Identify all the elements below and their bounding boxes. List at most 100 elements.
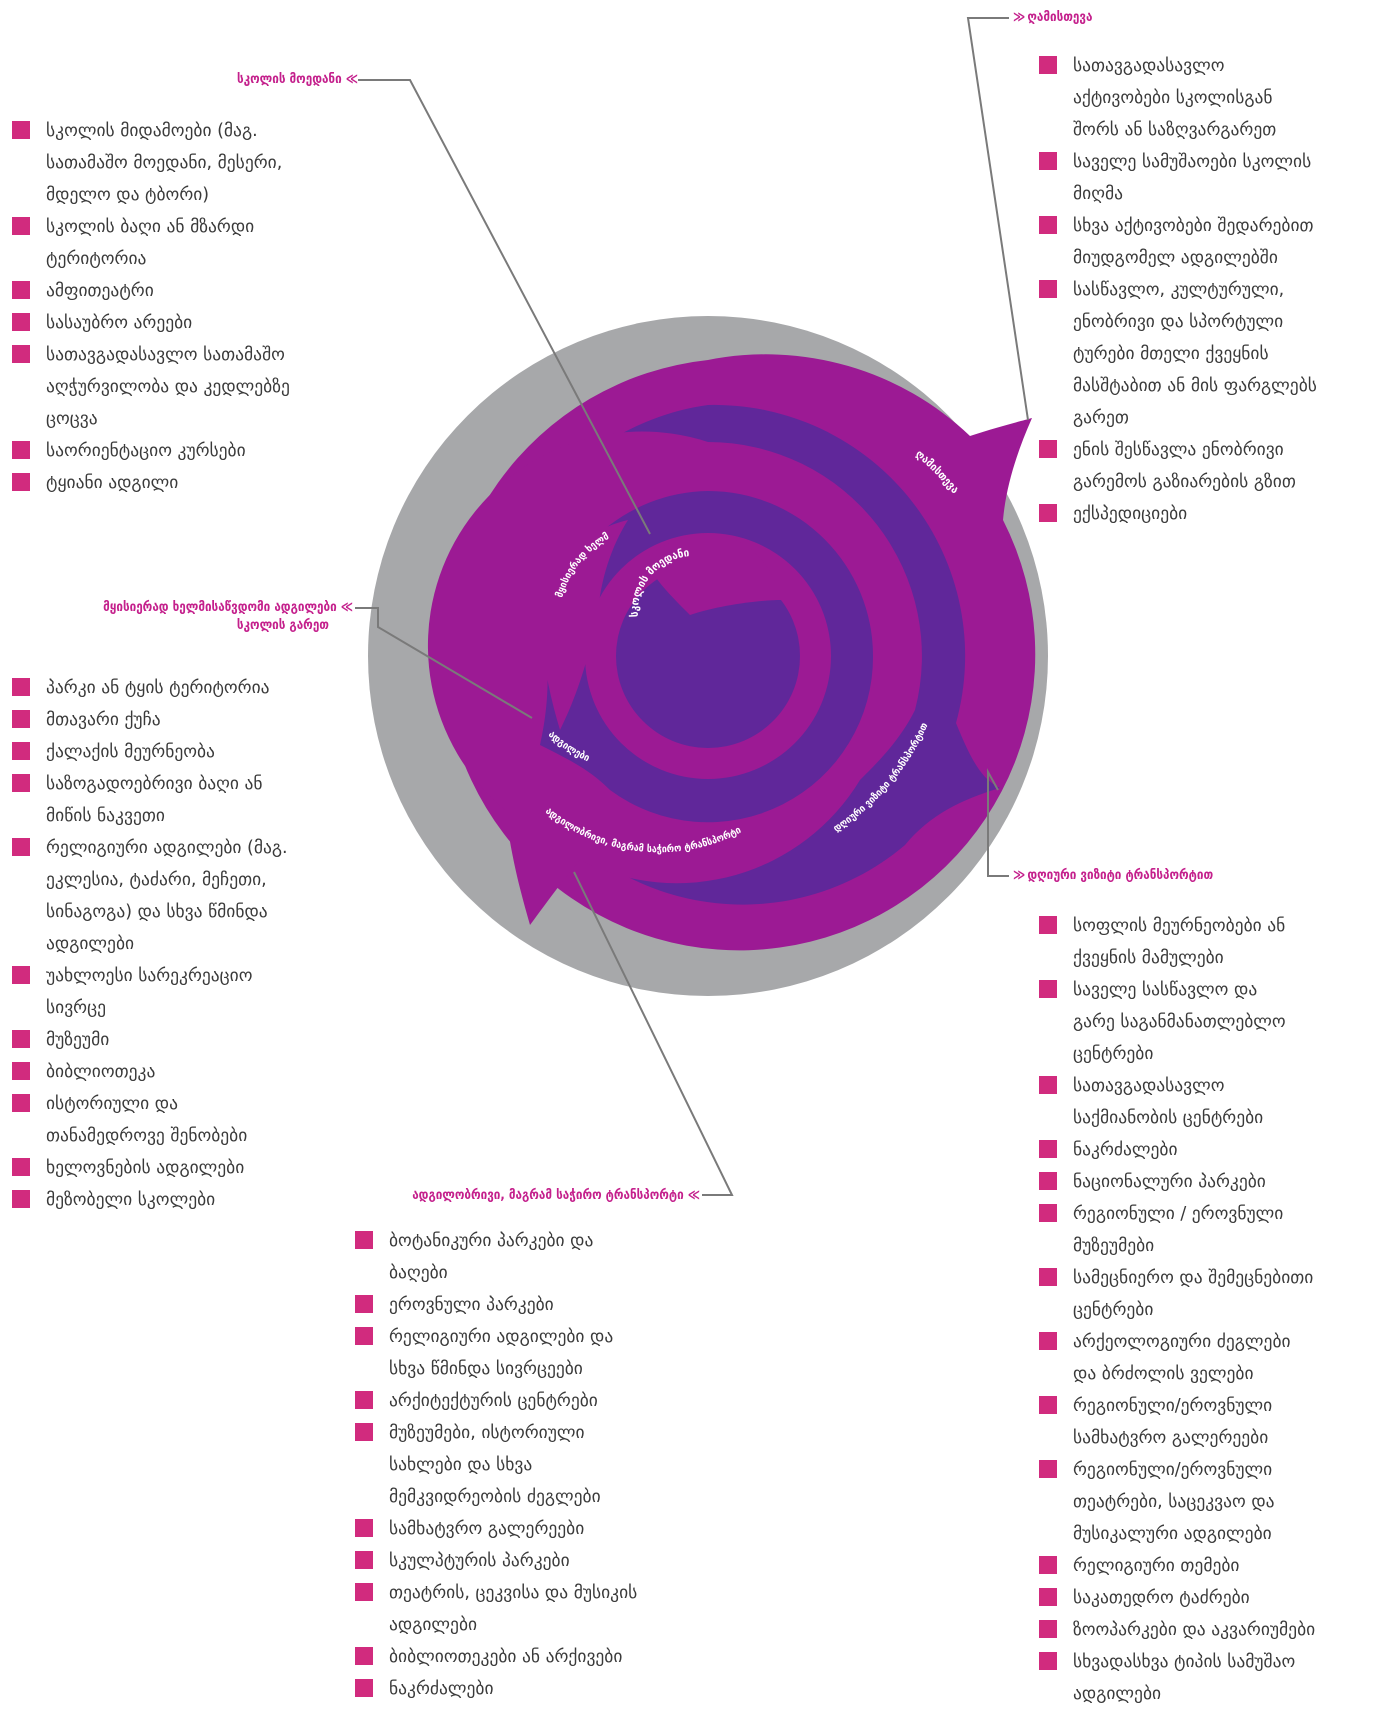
list-item-text: მუსიკალური ადგილები	[1073, 1524, 1272, 1544]
bullet-square-icon	[1039, 1652, 1057, 1670]
list-item: ექსპედიციები	[1039, 498, 1369, 530]
heading-residential: ≫ ღამისთევა	[1013, 9, 1092, 27]
list-item: სკოლის მიდამოები (მაგ.	[12, 115, 362, 147]
list-item: რელიგიური ადგილები (მაგ.	[12, 832, 352, 864]
list-item: ბოტანიკური პარკები და	[355, 1225, 715, 1257]
list-item: სახლები და სხვა	[355, 1449, 715, 1481]
list-item-text: ნაკრძალები	[389, 1679, 494, 1699]
list-item-text: ქალაქის მეურნეობა	[46, 742, 215, 762]
list-item-text: ზოოპარკები და აკვარიუმები	[1073, 1620, 1316, 1640]
list-item: საზოგადოებრივი ბაღი ან	[12, 768, 352, 800]
list-item: ისტორიული და	[12, 1088, 352, 1120]
list-item-text: სათავგადასავლო	[1073, 1076, 1225, 1096]
list-item-text: საორიენტაციო კურსები	[46, 441, 246, 461]
bullet-square-icon	[12, 473, 30, 491]
list-item-text: რელიგიური თემები	[1073, 1556, 1240, 1576]
list-item: სკოლის ბაღი ან მზარდი	[12, 211, 362, 243]
list-item: საველე სასწავლო და	[1039, 974, 1369, 1006]
list-item-text: მიღმა	[1073, 184, 1123, 204]
bullet-square-icon	[12, 678, 30, 696]
list-item-text: მეზობელი სკოლები	[46, 1190, 216, 1210]
list-item-text: სასწავლო, კულტურული,	[1073, 280, 1285, 300]
list-item-text: ადგილები	[46, 934, 135, 954]
school-grounds-core	[616, 564, 800, 748]
bullet-square-icon	[355, 1519, 373, 1537]
list-item: მთავარი ქუჩა	[12, 704, 352, 736]
list-item-text: სკოლის მიდამოები (მაგ.	[46, 121, 258, 141]
heading-day-visit: ≫ დღიური ვიზიტი ტრანსპორტით	[1013, 867, 1213, 885]
bullet-square-icon	[1039, 440, 1057, 458]
bullet-square-icon	[355, 1423, 373, 1441]
list-item-text: სხვა აქტივობები შედარებით	[1073, 216, 1314, 236]
list-item: სამეცნიერო და შემეცნებითი	[1039, 1262, 1369, 1294]
list-item: ადგილები	[355, 1609, 715, 1641]
bullet-square-icon	[1039, 1268, 1057, 1286]
list-item: მუზეუმები	[1039, 1230, 1369, 1262]
list-item-text: სხვა წმინდა სივრცეები	[389, 1359, 583, 1379]
list-item-text: სამხატვრო გალერეები	[389, 1519, 585, 1539]
bullet-square-icon	[1039, 980, 1057, 998]
bullet-square-icon	[12, 217, 30, 235]
leader-line-walking	[355, 607, 533, 719]
list-item: სხვა აქტივობები შედარებით	[1039, 210, 1369, 242]
list-item: ამფითეატრი	[12, 275, 362, 307]
list-item: მუზეუმები, ისტორიული	[355, 1417, 715, 1449]
list-item: მდელო და ტბორი)	[12, 179, 362, 211]
list-item-text: მემკვიდრეობის ძეგლები	[389, 1487, 601, 1507]
bullet-square-icon	[12, 281, 30, 299]
list-item-text: ხელოვნების ადგილები	[46, 1158, 245, 1178]
list-item-text: ადგილები	[1073, 1684, 1162, 1704]
list-item-text: სამეცნიერო და შემეცნებითი	[1073, 1268, 1314, 1288]
list-item: მემკვიდრეობის ძეგლები	[355, 1481, 715, 1513]
list-item-text: ენობრივი და სპორტული	[1073, 312, 1284, 332]
leader-line-local-transport	[573, 871, 734, 1196]
bullet-square-icon	[355, 1391, 373, 1409]
heading-walking-distance: მყისიერად ხელმისაწვდომი ადგილები ≪ სკოლი…	[103, 599, 353, 635]
list-item-text: მდელო და ტბორი)	[46, 185, 210, 205]
bullet-square-icon	[12, 441, 30, 459]
list-item: სხვა წმინდა სივრცეები	[355, 1353, 715, 1385]
bullet-square-icon	[12, 966, 30, 984]
heading-day-visit-text: დღიური ვიზიტი ტრანსპორტით	[1027, 868, 1214, 883]
list-item-text: გარეთ	[1073, 408, 1129, 428]
list-item: გარემოს გაზიარების გზით	[1039, 466, 1369, 498]
list-item: რელიგიური ადგილები და	[355, 1321, 715, 1353]
list-item-text: სათავგადასავლო სათამაშო	[46, 345, 285, 365]
list-item: ცოცვა	[12, 403, 362, 435]
list-item-text: აღჭურვილობა და კედლებზე	[46, 377, 290, 397]
list-item-text: ისტორიული და	[46, 1094, 178, 1114]
bullet-square-icon	[355, 1295, 373, 1313]
list-item: მუსიკალური ადგილები	[1039, 1518, 1369, 1550]
bullet-square-icon	[12, 838, 30, 856]
list-item: ნაკრძალები	[1039, 1134, 1369, 1166]
list-item-text: ამფითეატრი	[46, 281, 154, 301]
bullet-square-icon	[12, 1158, 30, 1176]
bullet-square-icon	[1039, 216, 1057, 234]
list-item-text: არქიტექტურის ცენტრები	[389, 1391, 598, 1411]
list-item: აქტივობები სკოლისგან	[1039, 82, 1369, 114]
list-item: სათამაშო მოედანი, მესერი,	[12, 147, 362, 179]
bullet-square-icon	[12, 313, 30, 331]
list-item: გარეთ	[1039, 402, 1369, 434]
list-item-text: სათავგადასავლო	[1073, 56, 1225, 76]
list-item-text: შორს ან საზღვარგარეთ	[1073, 120, 1277, 140]
heading-walking-distance-text-line1: მყისიერად ხელმისაწვდომი ადგილები	[103, 600, 337, 615]
list-item: სინაგოგა) და სხვა წმინდა	[12, 896, 352, 928]
list-item-text: ბოტანიკური პარკები და	[389, 1231, 594, 1251]
list-item-text: მიუდგომელ ადგილებში	[1073, 248, 1278, 268]
list-item: სათავგადასავლო სათამაშო	[12, 339, 362, 371]
list-item-text: რელიგიური ადგილები (მაგ.	[46, 838, 288, 858]
list-item-text: ეროვნული პარკები	[389, 1295, 554, 1315]
list-item: ტყიანი ადგილი	[12, 467, 362, 499]
list-item: ენობრივი და სპორტული	[1039, 306, 1369, 338]
list-item-text: ექსპედიციები	[1073, 504, 1188, 524]
list-item: ქალაქის მეურნეობა	[12, 736, 352, 768]
double-chevron-left-icon: ≪	[340, 600, 353, 615]
heading-local-transport-text: ადგილობრივი, მაგრამ საჭირო ტრანსპორტი	[412, 1188, 684, 1203]
list-item: მასშტაბით ან მის ფარგლებს	[1039, 370, 1369, 402]
bullet-square-icon	[355, 1327, 373, 1345]
list-item: მიუდგომელ ადგილებში	[1039, 242, 1369, 274]
bullet-square-icon	[12, 742, 30, 760]
